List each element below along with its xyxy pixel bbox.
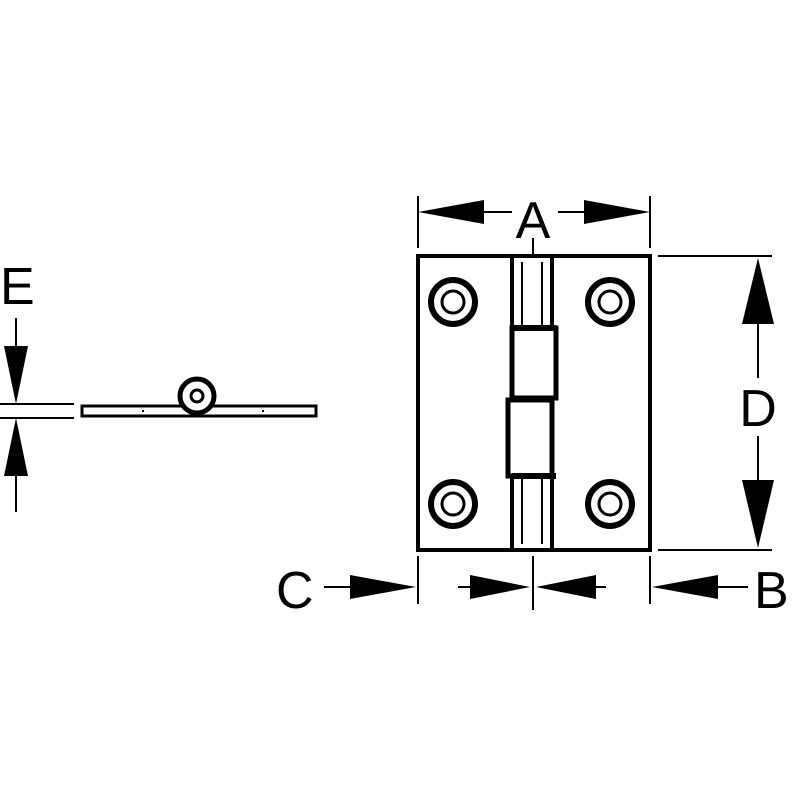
- hinge-side-view: [80, 376, 318, 418]
- arrow-a-left: [418, 200, 484, 224]
- label-b: B: [754, 562, 789, 620]
- dimension-b: [649, 556, 748, 604]
- arrow-d-down: [742, 480, 774, 548]
- dimension-a: [417, 196, 651, 256]
- arrow-d-up: [742, 258, 774, 324]
- knuckle-segment-2: [505, 397, 555, 479]
- arrow-c-right: [350, 575, 416, 599]
- label-d: D: [739, 380, 777, 438]
- knuckle-segment-1: [509, 325, 559, 401]
- screw-hole-bottom-left: [428, 479, 478, 529]
- arrow-b-left: [652, 575, 718, 599]
- dimension-e: [0, 318, 74, 512]
- screw-hole-bottom-right: [585, 479, 635, 529]
- screw-hole-top-right: [585, 277, 635, 327]
- screw-hole-top-left: [428, 277, 478, 327]
- arrow-barrel-left: [536, 575, 596, 599]
- dimension-d: [658, 255, 774, 551]
- label-e: E: [0, 258, 35, 316]
- arrow-e-up: [4, 418, 28, 476]
- arrow-e-down: [4, 346, 28, 404]
- hinge-front-view: [416, 254, 652, 552]
- label-a: A: [516, 192, 551, 250]
- dimension-barrel: [458, 556, 606, 610]
- dimension-c: [324, 556, 419, 604]
- arrow-a-right: [584, 200, 650, 224]
- label-c: C: [276, 562, 314, 620]
- side-pin: [189, 388, 205, 404]
- arrow-barrel-right: [470, 575, 530, 599]
